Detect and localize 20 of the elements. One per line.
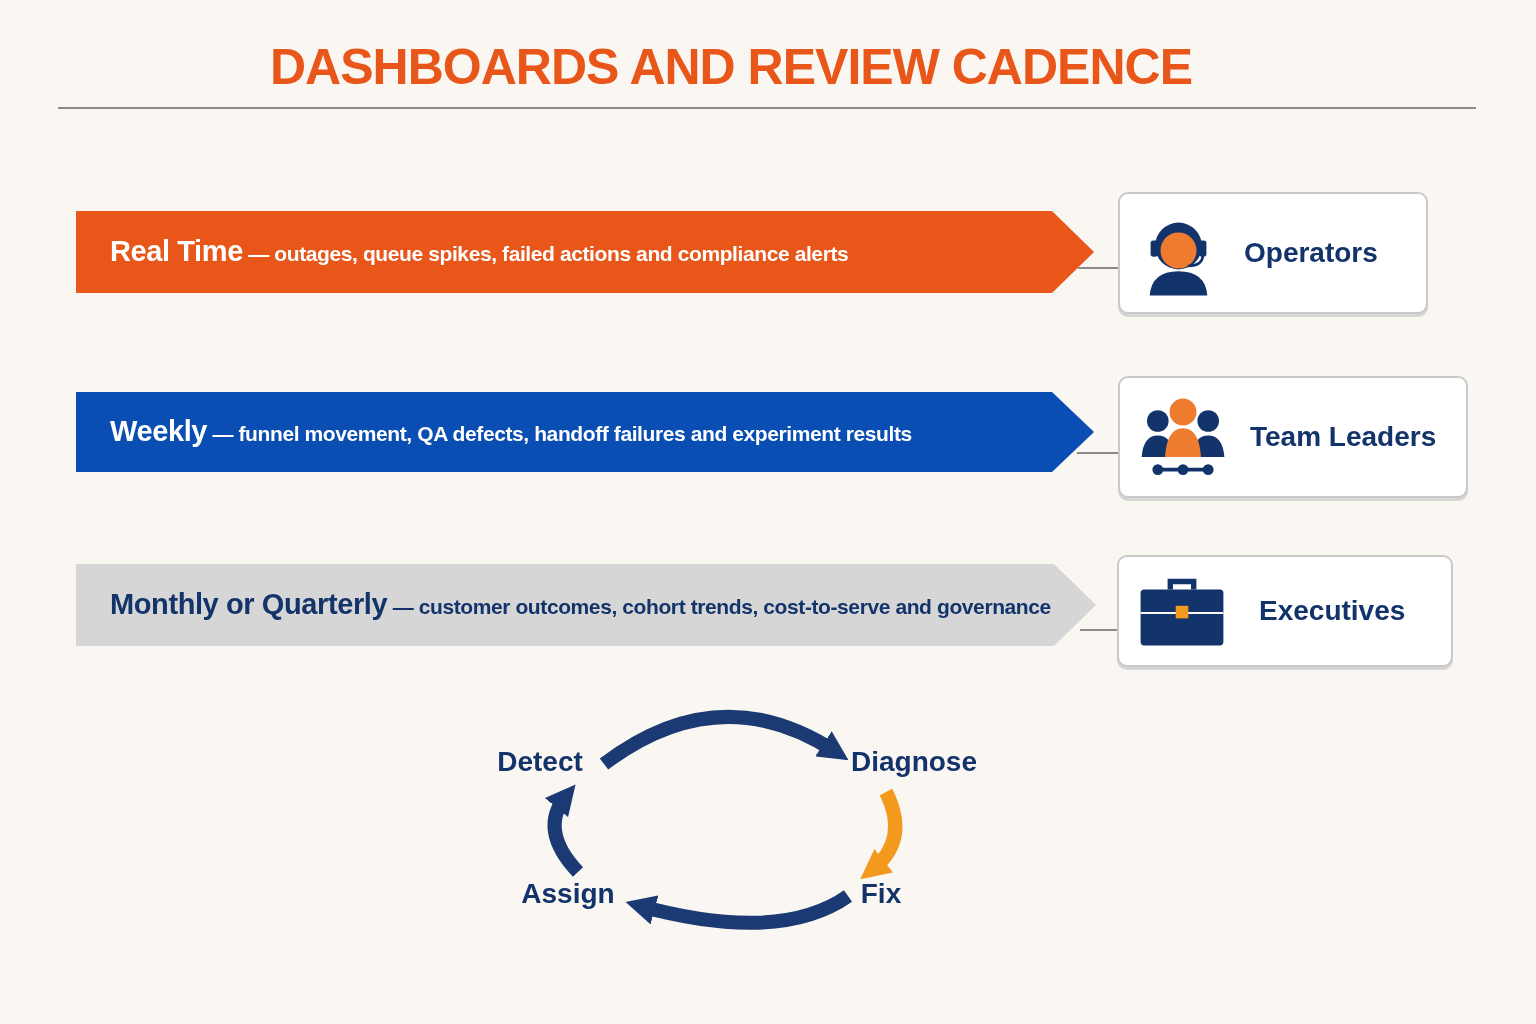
cycle-arrow [600, 710, 849, 770]
connector-line [1077, 267, 1119, 269]
role-name: Executives [1259, 595, 1406, 627]
role-card [1117, 555, 1453, 667]
connector-line [1079, 629, 1118, 631]
connector-line [1076, 452, 1119, 454]
step-label: Diagnose [850, 746, 978, 782]
step-label: Detect [490, 746, 590, 782]
role-card [1118, 192, 1428, 314]
role-card [1118, 376, 1468, 498]
role-name: Operators [1244, 237, 1378, 269]
cycle-arrow [545, 783, 584, 877]
banner-text: Weekly — funnel movement, QA defects, handoff failures and experiment results [110, 413, 912, 449]
step-label: Fix [858, 878, 904, 914]
banner-text: Real Time — outages, queue spikes, failed actions and compliance alerts [110, 233, 849, 269]
role-name: Team Leaders [1250, 421, 1437, 453]
cycle-arrow [625, 890, 852, 930]
banner-text: Monthly or Quarterly — customer outcomes, cohort trends, cost-to-serve and governance [110, 586, 1051, 622]
title: DASHBOARDS AND REVIEW CADENCE [270, 38, 1192, 96]
step-label: Assign [516, 878, 620, 914]
